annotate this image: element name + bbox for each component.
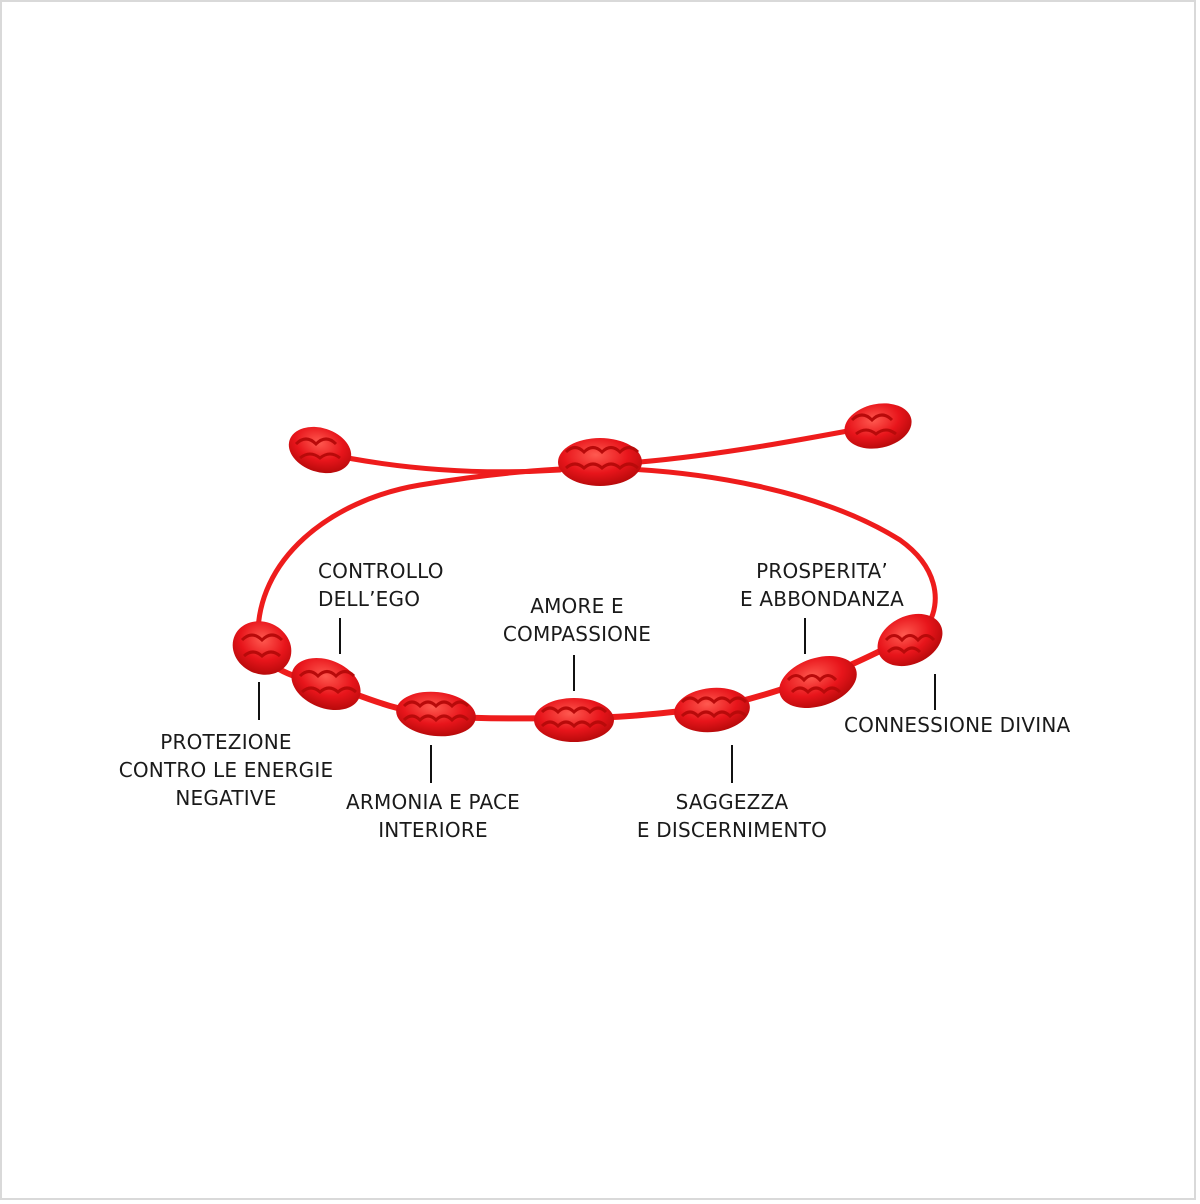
label-protezione-contro-le-energie-negative: PROTEZIONE CONTRO LE ENERGIE NEGATIVE: [118, 730, 334, 810]
cord-right-end: [637, 422, 883, 465]
knot-controllo: [291, 657, 361, 711]
pointer-line-protezione: [258, 682, 260, 720]
knot-prosperita: [779, 656, 857, 708]
label-amore-e-compassione: AMORE E COMPASSIONE: [502, 594, 652, 646]
label-connessione-divina: CONNESSIONE DIVINA: [844, 713, 1071, 737]
pointer-line-armonia: [430, 745, 432, 783]
pointer-line-connessione: [934, 674, 936, 710]
end-knot-left: [288, 426, 352, 474]
pointer-line-amore: [573, 655, 575, 691]
pointer-line-saggezza: [731, 745, 733, 783]
label-armonia-e-pace-interiore: ARMONIA E PACE INTERIORE: [346, 790, 520, 842]
end-knot-right: [844, 403, 912, 449]
knot-saggezza: [674, 687, 750, 733]
pointer-line-controllo: [339, 618, 341, 654]
sliding-knot: [558, 438, 642, 486]
label-saggezza-e-discernimento: SAGGEZZA E DISCERNIMENTO: [636, 790, 828, 842]
knot-protezione: [232, 621, 292, 675]
knot-connessione: [877, 613, 943, 667]
pointer-line-prosperita: [804, 618, 806, 654]
label-prosperita-e-abbondanza: PROSPERITA’ E ABBONDANZA: [740, 559, 904, 611]
knot-amore: [534, 698, 614, 742]
cord-left-end: [315, 449, 563, 475]
knot-armonia: [396, 691, 476, 737]
label-controllo-dell-ego: CONTROLLO DELL’EGO: [318, 559, 444, 611]
